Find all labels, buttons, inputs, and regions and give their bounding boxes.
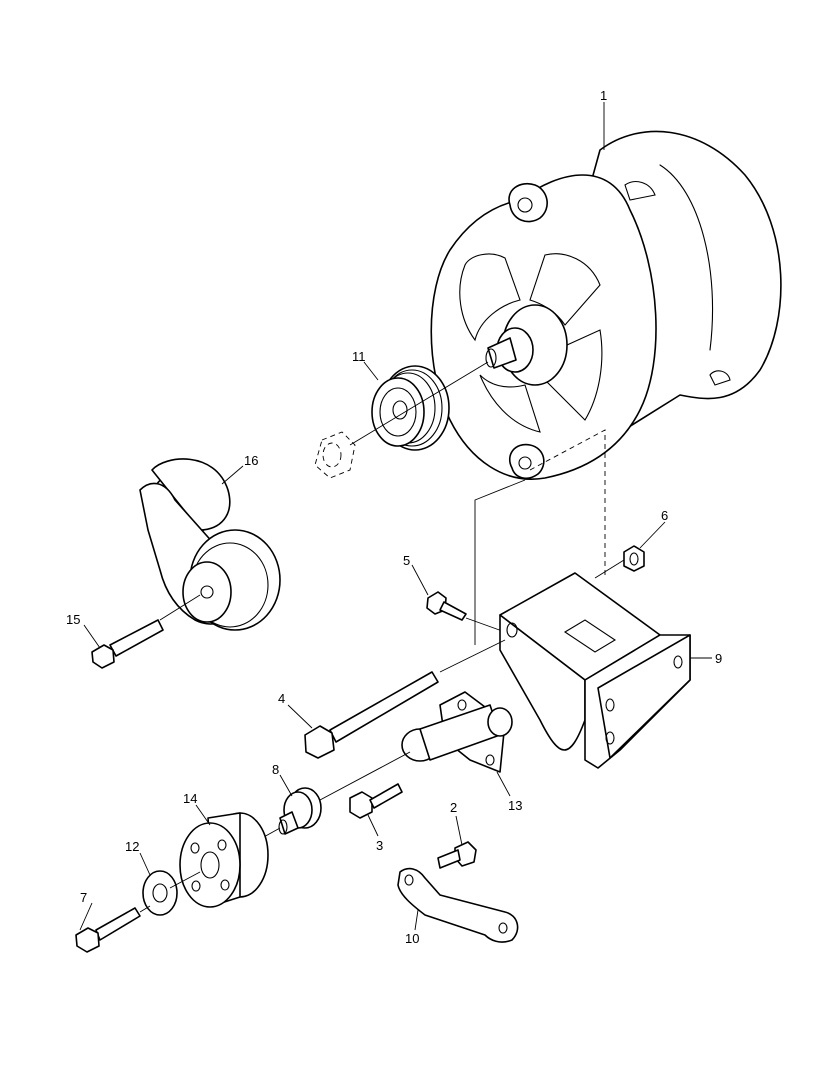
alternator-part-1[interactable] xyxy=(430,130,782,480)
callout-leaders xyxy=(79,102,712,931)
bracket-part-13[interactable] xyxy=(401,691,513,773)
nut-part-6[interactable] xyxy=(594,545,645,579)
callout-labels: 1 2 3 4 5 6 7 8 9 10 11 12 13 14 15 16 xyxy=(66,88,722,946)
callout-14: 14 xyxy=(183,791,197,806)
callout-12: 12 xyxy=(125,839,139,854)
bolt-part-4[interactable] xyxy=(304,671,439,759)
callout-2: 2 xyxy=(450,800,457,815)
tensioner-part-16[interactable] xyxy=(139,458,281,631)
callout-3: 3 xyxy=(376,838,383,853)
reference-lines xyxy=(439,429,606,673)
callout-1: 1 xyxy=(600,88,607,103)
callout-6: 6 xyxy=(661,508,668,523)
bolt-part-7[interactable] xyxy=(75,905,151,953)
bolt-part-3[interactable] xyxy=(349,783,403,819)
callout-10: 10 xyxy=(405,931,419,946)
callout-5: 5 xyxy=(403,553,410,568)
pulley-part-11[interactable] xyxy=(314,361,489,479)
strap-part-10[interactable] xyxy=(397,867,519,943)
bracket-part-9[interactable] xyxy=(499,572,691,769)
callout-4: 4 xyxy=(278,691,285,706)
callout-7: 7 xyxy=(80,890,87,905)
bolt-part-5[interactable] xyxy=(426,591,506,633)
callout-16: 16 xyxy=(244,453,258,468)
callout-9: 9 xyxy=(715,651,722,666)
bolt-part-2[interactable] xyxy=(437,841,477,869)
idler-pulley-part-14[interactable] xyxy=(179,812,269,908)
callout-8: 8 xyxy=(272,762,279,777)
callout-13: 13 xyxy=(508,798,522,813)
callout-15: 15 xyxy=(66,612,80,627)
spacer-part-8[interactable] xyxy=(261,751,411,839)
bolt-part-15[interactable] xyxy=(91,619,164,669)
callout-11: 11 xyxy=(352,349,366,364)
washer-part-12[interactable] xyxy=(142,870,201,916)
